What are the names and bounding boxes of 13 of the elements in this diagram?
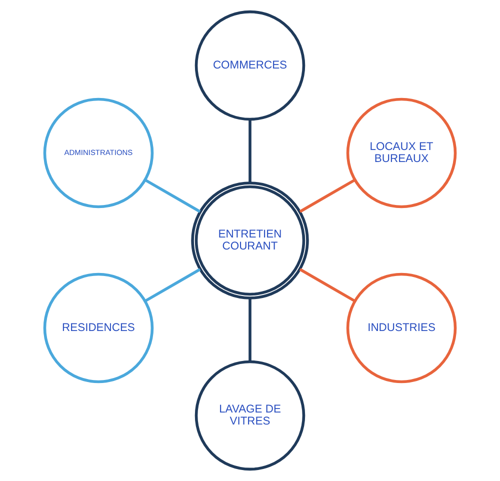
- connector: [144, 268, 201, 302]
- node-circle: ADMINISTRATIONS: [43, 98, 154, 208]
- node-circle: COMMERCES: [194, 10, 306, 121]
- connector: [299, 268, 356, 302]
- node-circle: ENTRETIEN COURANT: [191, 182, 309, 300]
- connector: [144, 178, 201, 213]
- node-circle: INDUSTRIES: [346, 272, 457, 384]
- node-circle: RESIDENCES: [43, 272, 154, 384]
- connector: [248, 298, 252, 362]
- node-circle: LAVAGE DE VITRES: [194, 360, 306, 471]
- connector: [248, 120, 252, 183]
- node-circle: LOCAUX ET BUREAUX: [346, 98, 457, 208]
- connector: [299, 178, 356, 213]
